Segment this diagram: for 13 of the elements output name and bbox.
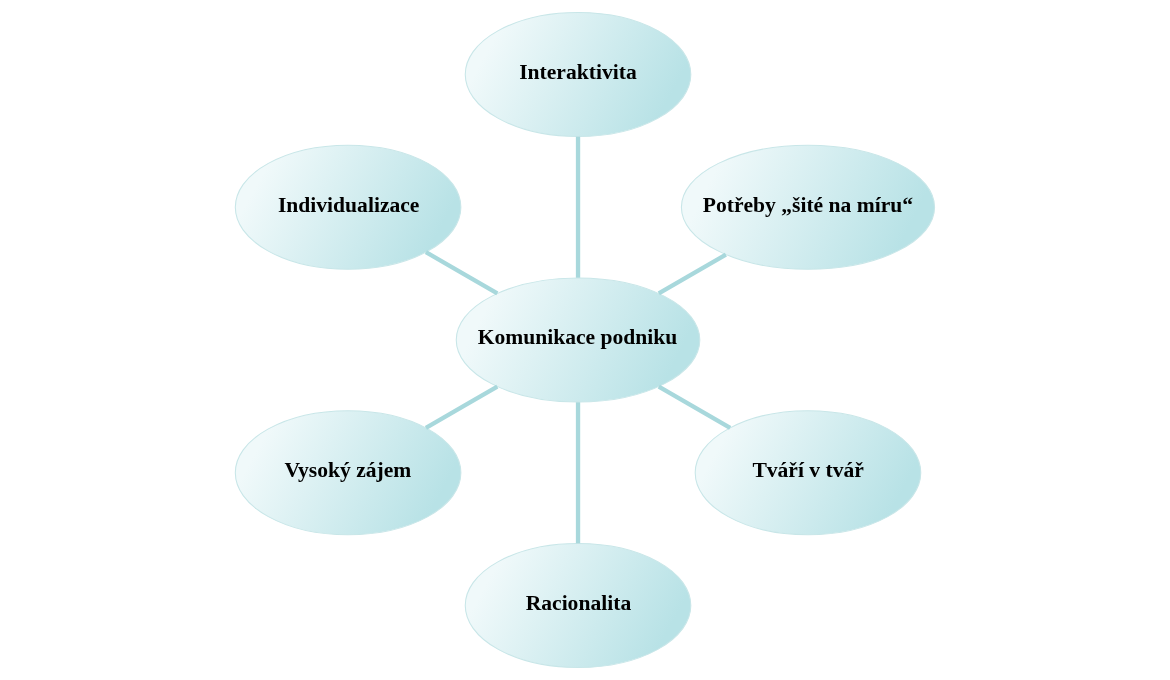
node-ellipse: Racionalita — [464, 542, 692, 669]
connector — [575, 402, 581, 544]
connector — [575, 136, 581, 278]
connector — [657, 252, 727, 296]
node-ellipse: Komunikace podniku — [455, 277, 701, 403]
connector — [424, 250, 499, 296]
connector — [657, 384, 732, 430]
node-ellipse: Potřeby „šité na míru“ — [680, 144, 936, 270]
connector — [424, 384, 499, 430]
node-ellipse: Individualizace — [234, 144, 462, 270]
node-ellipse: Vysoký zájem — [234, 410, 462, 536]
node-ellipse: Tváří v tvář — [694, 410, 922, 536]
node-ellipse: Interaktivita — [464, 11, 692, 138]
